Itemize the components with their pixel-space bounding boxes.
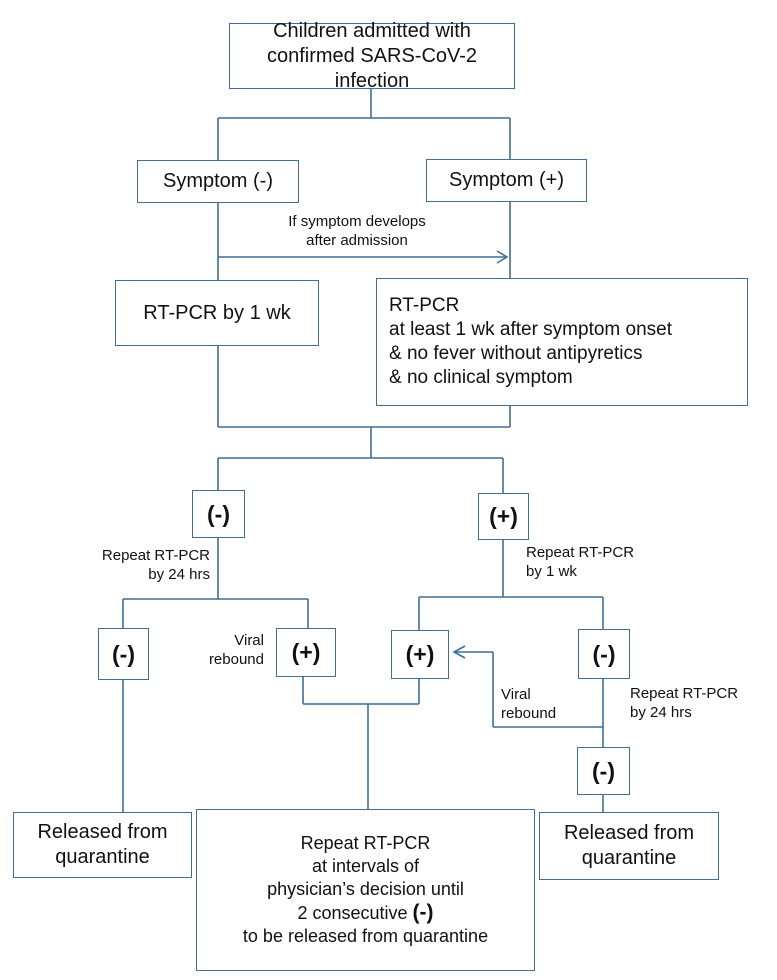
rtpcr-1wk-label: RT-PCR by 1 wk (143, 301, 291, 324)
repeat-until-negative-box: Repeat RT-PCR at intervals of physician’… (196, 809, 535, 971)
rtpcr-symptomatic-line-3: & no fever without antipyretics (389, 343, 643, 364)
rtpcr-symptomatic-line-2: at least 1 wk after symptom onset (389, 319, 673, 340)
result-negative-sign: (-) (207, 500, 230, 527)
repeat-24hrs-left-line-2: by 24 hrs (148, 566, 210, 583)
result-positive-sign: (+) (489, 503, 518, 529)
start-box: Children admitted with confirmed SARS-Co… (229, 20, 515, 92)
neg-branch-positive-box: (+) (276, 628, 336, 677)
repeat-1wk-line-2: by 1 wk (526, 563, 577, 580)
repeat-until-line-4: 2 consecutive (-) (297, 901, 433, 925)
neg-branch-negative-sign: (-) (112, 640, 135, 667)
repeat-until-line-5: to be released from quarantine (242, 926, 489, 946)
pos-branch-negative-sign: (-) (592, 640, 616, 667)
symptom-develops-label: If symptom develops after admission (262, 212, 452, 250)
symptom-develops-line-2: after admission (306, 232, 408, 249)
symptom-negative-box: Symptom (-) (137, 160, 299, 203)
released-left-box: Released from quarantine (13, 812, 192, 878)
repeat-24hrs-right-line-2: by 24 hrs (630, 704, 692, 721)
pos-branch-negative-repeat-box: (-) (577, 747, 630, 795)
repeat-until-consecutive-text: 2 consecutive (297, 903, 408, 923)
repeat-1wk-label: Repeat RT-PCR by 1 wk (526, 543, 676, 581)
repeat-24hrs-right-label: Repeat RT-PCR by 24 hrs (630, 684, 770, 722)
pos-branch-positive-box: (+) (391, 630, 449, 679)
released-right-line-1: Released from (563, 822, 695, 844)
viral-rebound-left-label: Viral rebound (208, 631, 264, 669)
start-line-2: confirmed SARS-CoV-2 infection (266, 44, 478, 92)
result-positive-box: (+) (478, 493, 529, 540)
released-left-line-1: Released from (37, 821, 168, 843)
repeat-until-line-2: at intervals of (311, 856, 420, 876)
repeat-until-consecutive-sign: (-) (412, 901, 434, 924)
rtpcr-symptomatic-box: RT-PCR at least 1 wk after symptom onset… (376, 278, 748, 406)
repeat-24hrs-left-label: Repeat RT-PCR by 24 hrs (48, 546, 210, 584)
repeat-24hrs-right-line-1: Repeat RT-PCR (630, 685, 739, 702)
released-right-box: Released from quarantine (539, 812, 719, 880)
viral-rebound-right-label: Viral rebound (501, 685, 581, 723)
pos-branch-negative-repeat-sign: (-) (592, 757, 615, 784)
repeat-24hrs-left-line-1: Repeat RT-PCR (101, 547, 210, 564)
repeat-until-line-3: physician’s decision until (267, 879, 464, 899)
symptom-positive-label: Symptom (+) (448, 169, 565, 191)
viral-rebound-right-line-2: rebound (501, 705, 557, 722)
rtpcr-symptomatic-line-1: RT-PCR (389, 295, 460, 316)
neg-branch-negative-box: (-) (98, 628, 149, 680)
symptom-positive-box: Symptom (+) (426, 159, 587, 202)
result-negative-box: (-) (192, 490, 245, 538)
symptom-develops-line-1: If symptom develops (288, 213, 426, 230)
start-line-1: Children admitted with (273, 19, 471, 42)
neg-branch-positive-sign: (+) (291, 639, 321, 665)
released-left-line-2: quarantine (55, 846, 150, 868)
rtpcr-symptomatic-line-4: & no clinical symptom (389, 367, 573, 388)
rtpcr-1wk-box: RT-PCR by 1 wk (115, 280, 319, 346)
viral-rebound-left-line-2: rebound (208, 651, 264, 668)
pos-branch-positive-sign: (+) (405, 641, 435, 667)
viral-rebound-right-line-1: Viral (501, 686, 531, 703)
pos-branch-negative-box: (-) (578, 629, 630, 679)
viral-rebound-left-line-1: Viral (234, 632, 264, 649)
repeat-until-line-1: Repeat RT-PCR (300, 833, 431, 853)
symptom-negative-label: Symptom (-) (163, 170, 273, 192)
released-right-line-2: quarantine (581, 847, 677, 869)
repeat-1wk-line-1: Repeat RT-PCR (526, 544, 635, 561)
